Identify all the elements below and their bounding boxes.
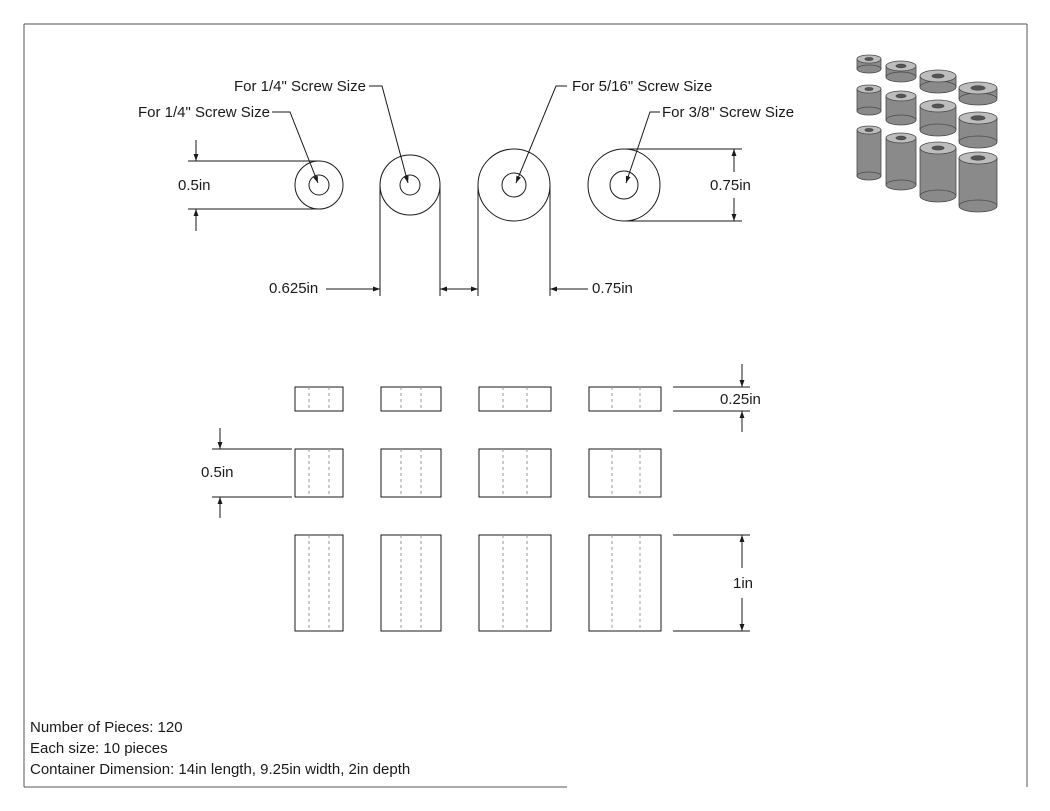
side-view-r2-c2	[380, 448, 442, 498]
side-view-r3-c1	[294, 534, 344, 632]
spacer-top-view-4	[587, 148, 661, 222]
dim-len-quarter-label: 0.25in	[720, 391, 761, 408]
side-view-r1-c3	[478, 386, 552, 412]
dim-od-small	[188, 140, 318, 231]
dim-len-one	[673, 534, 750, 632]
render-r1-c4	[958, 81, 998, 106]
spacer-top-views	[294, 148, 661, 222]
callout-screw-4: For 3/8" Screw Size	[662, 104, 794, 121]
spacer-top-view-1	[294, 160, 344, 210]
side-view-r3-c2	[380, 534, 442, 632]
note-each-size: Each size: 10 pieces	[30, 740, 168, 757]
leader-2	[369, 85, 409, 184]
dim-len-one-label: 1in	[733, 575, 753, 592]
side-row-quarter	[294, 386, 662, 412]
callout-screw-3: For 5/16" Screw Size	[572, 78, 712, 95]
dim-od-large	[626, 148, 742, 222]
render-r3-c2	[885, 132, 917, 191]
side-row-one	[294, 534, 662, 632]
side-view-r2-c1	[294, 448, 344, 498]
render-r3-c1	[856, 125, 882, 181]
side-view-r2-c3	[478, 448, 552, 498]
leader-3	[515, 85, 567, 184]
dim-od-small-label: 0.5in	[178, 177, 211, 194]
render-r1-c3	[919, 69, 957, 94]
leader-1	[272, 111, 319, 184]
render-r3-c3	[919, 141, 957, 203]
side-view-r1-c4	[588, 386, 662, 412]
side-view-r2-c4	[588, 448, 662, 498]
dim-len-half	[212, 428, 292, 518]
side-view-r3-c4	[588, 534, 662, 632]
dim-len-quarter	[673, 364, 750, 432]
dim-od-075-label: 0.75in	[592, 280, 633, 297]
render-r1-c2	[885, 60, 917, 83]
render-r3-c4	[958, 151, 998, 213]
callout-leaders	[272, 85, 660, 184]
note-number-of-pieces: Number of Pieces: 120	[30, 719, 183, 736]
dim-len-half-label: 0.5in	[201, 464, 234, 481]
spacer-top-view-2	[379, 154, 441, 216]
callout-labels: For 1/4" Screw Size For 1/4" Screw Size …	[138, 78, 794, 121]
render-r2-c3	[919, 99, 957, 137]
dim-horizontal	[326, 185, 588, 296]
render-r1-c1	[856, 54, 882, 74]
callout-screw-2: For 1/4" Screw Size	[234, 78, 366, 95]
sheet-border	[23, 23, 1028, 788]
note-container-dimension: Container Dimension: 14in length, 9.25in…	[30, 761, 411, 778]
side-view-r3-c3	[478, 534, 552, 632]
dim-od-large-label: 0.75in	[710, 177, 751, 194]
callout-screw-1: For 1/4" Screw Size	[138, 104, 270, 121]
side-view-r1-c2	[380, 386, 442, 412]
render-r2-c1	[856, 84, 882, 116]
render-r2-c2	[885, 90, 917, 126]
dim-od-0625-label: 0.625in	[269, 280, 318, 297]
side-row-half	[294, 448, 662, 498]
spacer-side-views	[294, 386, 662, 632]
side-view-r1-c1	[294, 386, 344, 412]
leader-4	[625, 111, 660, 184]
spacer-set-render	[856, 54, 998, 213]
spacer-top-view-3	[477, 148, 551, 222]
render-r2-c4	[958, 111, 998, 149]
